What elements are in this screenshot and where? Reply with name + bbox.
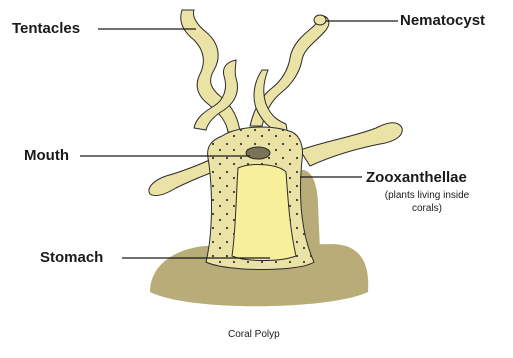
mouth-opening <box>246 147 270 159</box>
caption: Coral Polyp <box>228 330 280 340</box>
tentacle-far-right <box>300 123 402 166</box>
zooxanthellae-note: (plants living inside corals) <box>364 190 490 215</box>
zooxanthellae-note-line-2: corals) <box>364 203 490 216</box>
stomach-cavity <box>232 165 296 261</box>
label-zooxanthellae: Zooxanthellae <box>366 170 467 185</box>
label-mouth: Mouth <box>24 148 69 163</box>
zooxanthellae-note-line-1: (plants living inside <box>364 190 490 203</box>
label-nematocyst: Nematocyst <box>400 13 485 28</box>
label-stomach: Stomach <box>40 250 103 265</box>
label-tentacles: Tentacles <box>12 21 80 36</box>
nematocyst-tip <box>314 15 326 25</box>
